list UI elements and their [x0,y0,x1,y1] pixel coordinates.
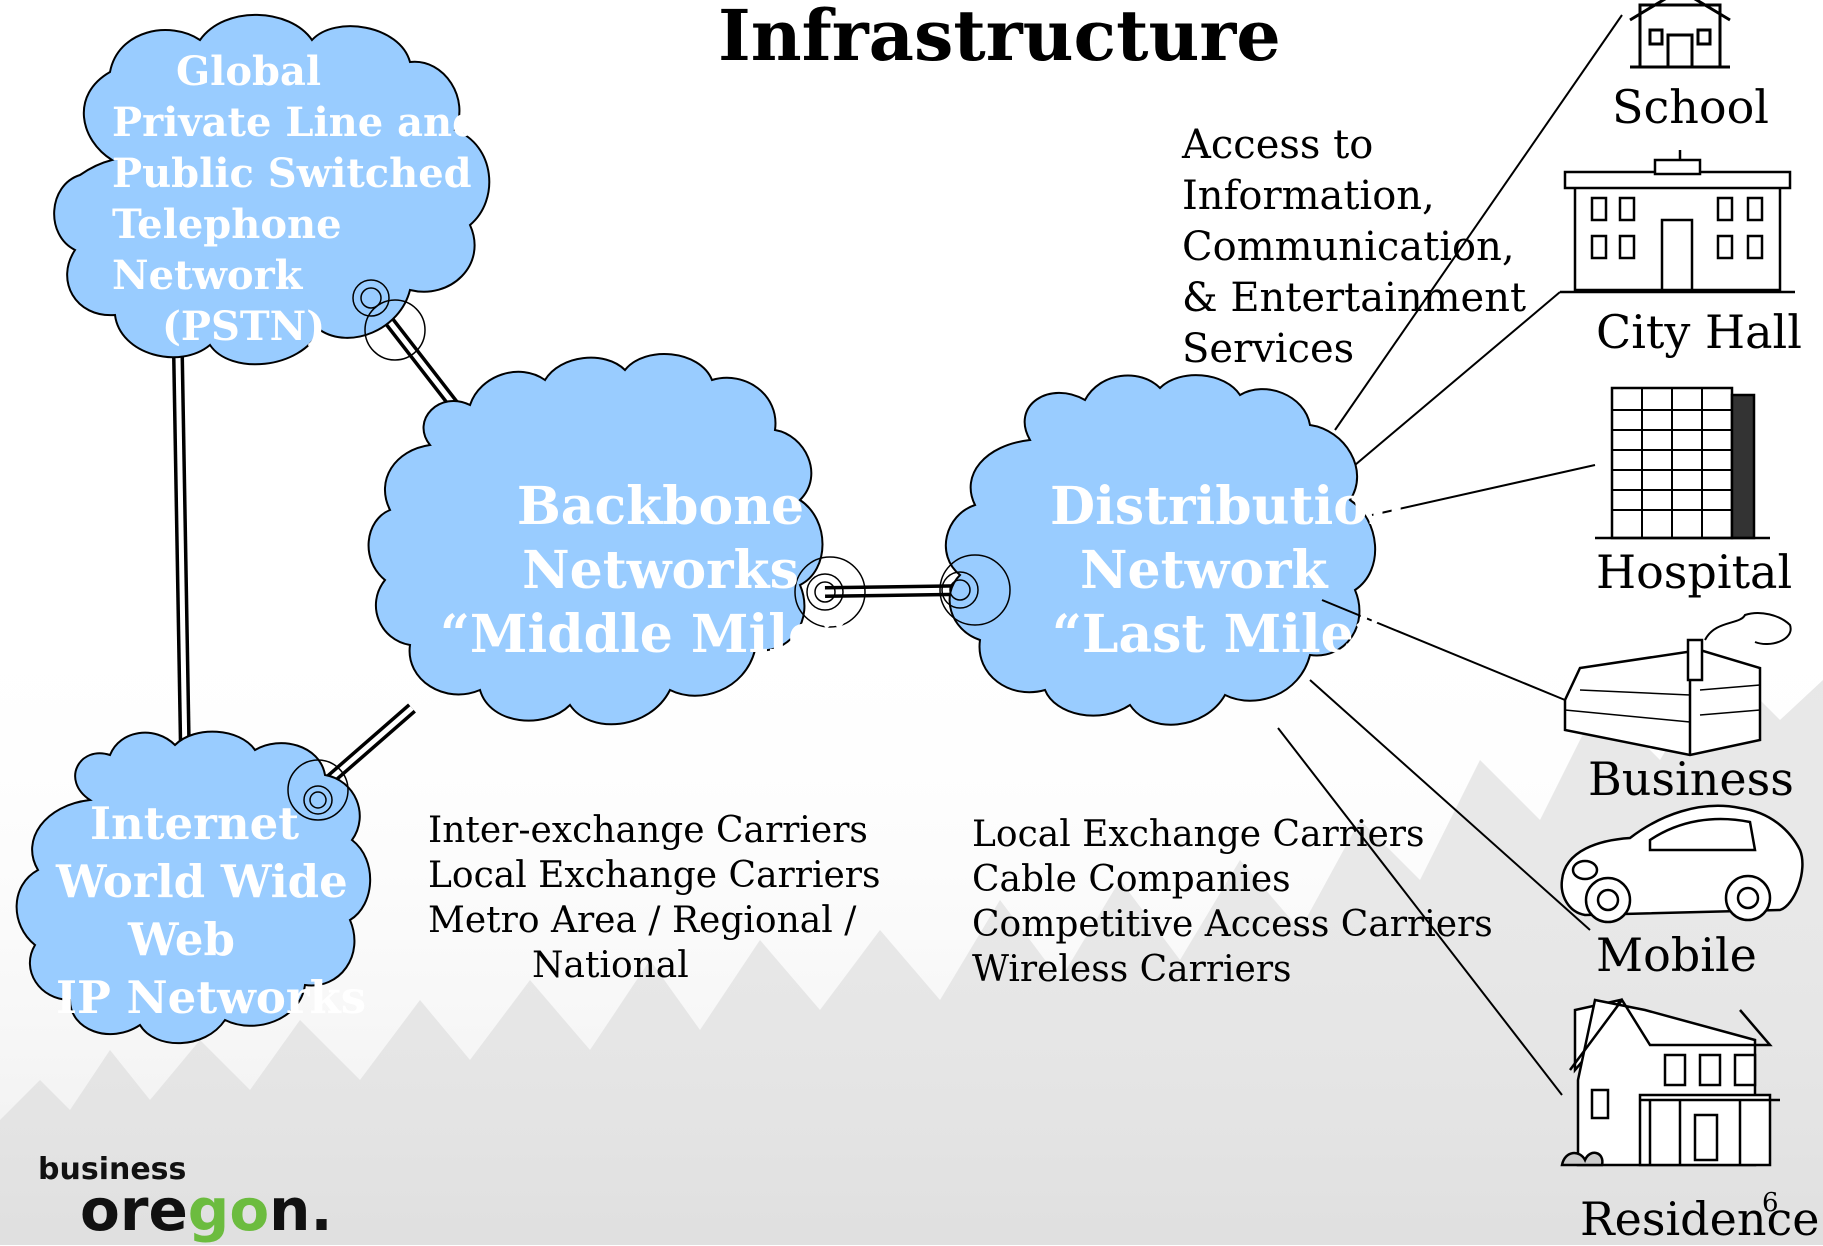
backbone-line: Networks [522,540,799,601]
last-mile-carriers: Local Exchange Carriers Cable Companies … [972,812,1493,992]
pstn-cloud [53,13,491,366]
logo-part-green: go [187,1176,270,1244]
mobile-icon [1560,804,1804,924]
trunk-pstn-internet [172,355,191,757]
city-hall-icon [1560,150,1795,294]
carrier-item: Local Exchange Carriers [428,855,881,896]
carrier-item: Wireless Carriers [972,949,1292,990]
junction-internet [287,759,349,821]
spoke-school [1334,14,1623,431]
internet-cloud [15,730,372,1045]
carrier-item: Inter-exchange Carriers [428,810,868,851]
pstn-line: Telephone [112,201,342,248]
distribution-line: “Last Mile” [1052,604,1384,665]
backbone-cloud [367,353,824,726]
hospital-label: Hospital [1596,545,1793,599]
business-oregon-logo: business oregon. [38,1152,333,1240]
middle-mile-carriers: Inter-exchange Carriers Local Exchange C… [428,808,880,988]
access-line: & Entertainment [1182,275,1527,321]
logo-top-text: business [38,1152,187,1187]
city-hall-label: City Hall [1596,305,1802,359]
access-line: Communication, [1182,224,1515,270]
mobile-label: Mobile [1596,928,1757,982]
pstn-line: Private Line and [112,99,481,146]
carrier-item: Metro Area / Regional / [428,900,857,941]
backbone-cloud-label: Backbone Networks “Middle Mile” [440,475,851,667]
logo-main-text: oregon. [80,1181,333,1239]
spoke-lines [1277,14,1623,1096]
internet-line: World Wide [56,855,348,908]
distribution-line: Distribution [1050,476,1406,537]
access-services-label: Access to Information, Communication, & … [1182,120,1526,375]
carrier-item: Local Exchange Carriers [972,814,1425,855]
internet-cloud-label: Internet World Wide Web IP Networks [56,795,366,1027]
carrier-item: National [532,945,689,986]
access-line: Access to [1182,122,1374,168]
spoke-city-hall [1354,291,1561,466]
spoke-hospital [1371,464,1596,516]
distribution-cloud [944,374,1376,726]
spoke-residence [1277,727,1563,1096]
internet-line: Internet [90,797,300,850]
logo-part: n. [269,1176,333,1244]
junction-distribution-in [939,554,1011,626]
carrier-item: Cable Companies [972,859,1291,900]
logo-part: ore [80,1176,188,1244]
spoke-business [1321,599,1566,701]
backbone-line: “Middle Mile” [440,604,851,665]
spoke-mobile [1309,679,1591,931]
residence-label: Residence [1580,1192,1820,1246]
junction-backbone-out [794,556,866,628]
access-line: Information, [1182,173,1435,219]
distribution-line: Network [1080,540,1328,601]
residence-icon [1560,997,1780,1167]
pstn-line: Public Switched [112,150,472,197]
business-icon [1563,612,1792,757]
pstn-line: (PSTN) [162,303,326,350]
internet-line: IP Networks [56,971,367,1024]
carrier-item: Competitive Access Carriers [972,904,1493,945]
pstn-line: Network [112,252,303,299]
access-line: Services [1182,326,1355,372]
page-title: Infrastructure [718,0,1281,77]
school-label: School [1612,80,1770,134]
pstn-cloud-label: Global Private Line and Public Switched … [112,46,480,352]
school-icon [1629,0,1731,69]
business-label: Business [1588,752,1794,806]
backbone-line: Backbone [516,476,805,537]
junction-pstn [352,279,426,361]
hospital-icon [1595,386,1770,540]
page-number: 6 [1762,1188,1779,1218]
internet-line: Web [128,913,235,966]
pstn-line: Global [176,48,322,95]
distribution-cloud-label: Distribution Network “Last Mile” [1050,475,1406,667]
